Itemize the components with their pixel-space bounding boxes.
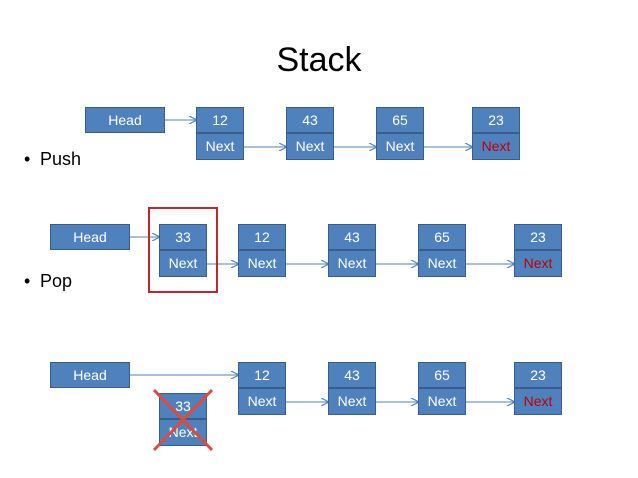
pushed-node-highlight: [148, 207, 218, 293]
node-next: Next: [328, 250, 376, 277]
node-next: Next: [418, 388, 466, 415]
node-next-null: Next: [472, 133, 520, 160]
node-value: 43: [328, 362, 376, 388]
node-next: Next: [328, 388, 376, 415]
node-value: 43: [286, 107, 334, 133]
node-value: 65: [418, 224, 466, 250]
pushed-node-value: 33: [159, 224, 207, 250]
head-label: Head: [73, 229, 107, 245]
node-value: 43: [328, 224, 376, 250]
node-value: 65: [418, 362, 466, 388]
pushed-node-next: Next: [159, 250, 207, 277]
node-next: Next: [418, 250, 466, 277]
node-next: Next: [238, 388, 286, 415]
node-next: Next: [238, 250, 286, 277]
node-value: 23: [514, 362, 562, 388]
bullet-pop-label: Pop: [40, 271, 73, 291]
head-node: Head: [85, 107, 165, 133]
node-value: 12: [196, 107, 244, 133]
head-node: Head: [50, 362, 130, 388]
node-next: Next: [286, 133, 334, 160]
head-label: Head: [73, 367, 107, 383]
removed-node-value: 33: [159, 393, 207, 419]
node-value: 12: [238, 362, 286, 388]
head-node: Head: [50, 224, 130, 250]
slide-title: Stack: [276, 41, 362, 79]
node-next: Next: [196, 133, 244, 160]
node-value: 65: [376, 107, 424, 133]
bullet-push: • Push: [24, 148, 81, 170]
removed-node-cross: [152, 388, 214, 452]
head-label: Head: [108, 112, 142, 128]
bullet-dot: •: [24, 149, 31, 169]
bullet-dot: •: [24, 271, 31, 291]
node-value: 23: [514, 224, 562, 250]
node-next-null: Next: [514, 388, 562, 415]
node-next: Next: [376, 133, 424, 160]
bullet-pop: • Pop: [24, 270, 72, 292]
bullet-push-label: Push: [40, 149, 82, 169]
node-value: 12: [238, 224, 286, 250]
node-next-null: Next: [514, 250, 562, 277]
node-value: 23: [472, 107, 520, 133]
